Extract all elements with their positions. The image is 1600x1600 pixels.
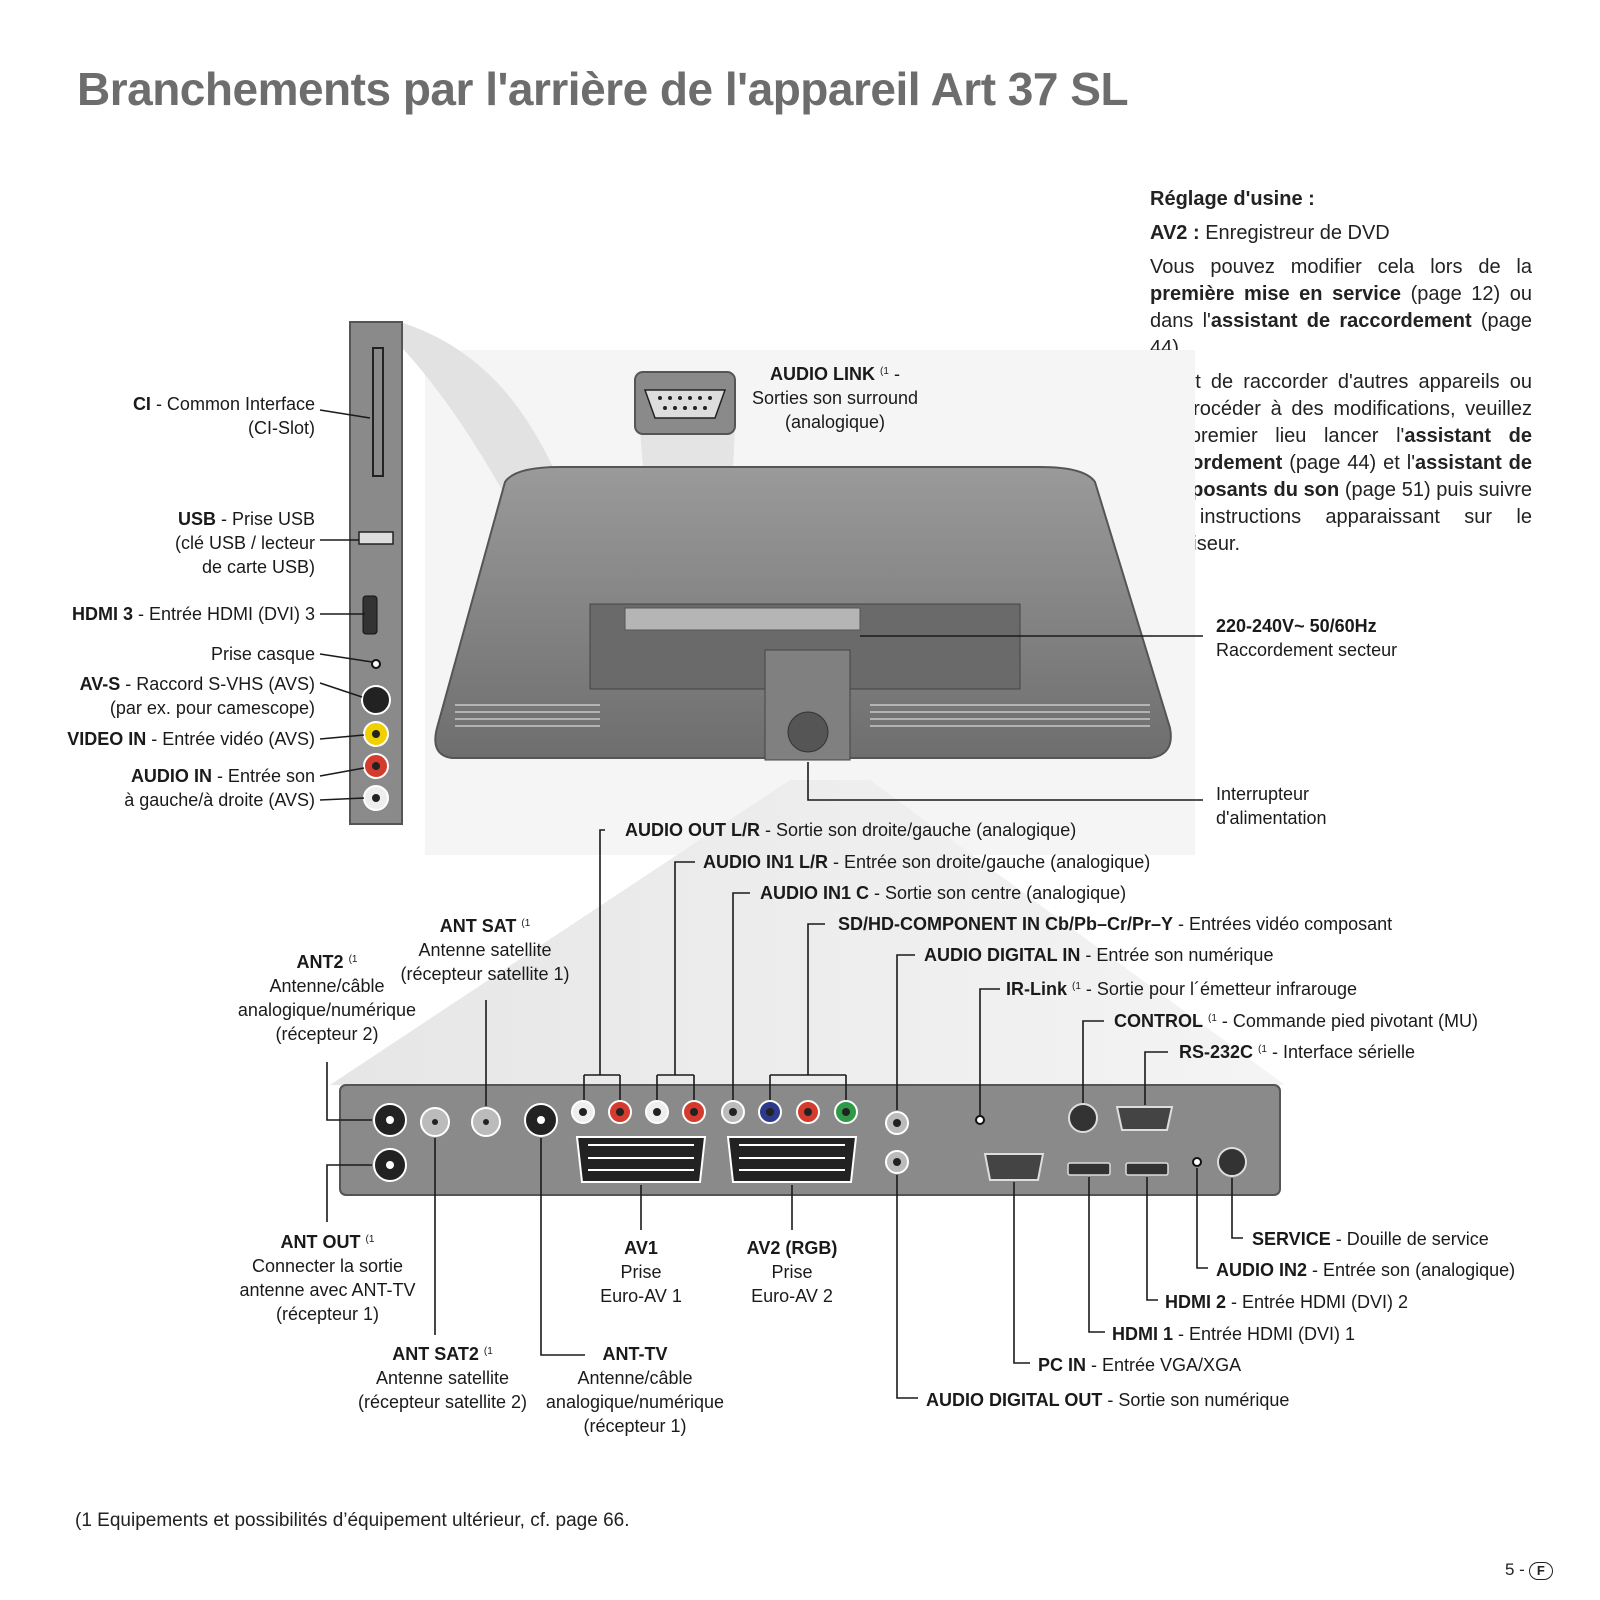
audio-in2-jack-icon <box>1192 1157 1202 1167</box>
info-heading: Réglage d'usine : <box>1150 188 1315 210</box>
leader-lines <box>319 409 1243 1399</box>
label-ir-link: IR-Link (1 - Sortie pour l´émetteur infr… <box>1006 979 1358 999</box>
label-av-s: AV-S - Raccord S-VHS (AVS)(par ex. pour … <box>79 674 315 718</box>
side-panel <box>349 321 403 825</box>
hdmi1-port-icon <box>1067 1162 1111 1176</box>
ir-link-jack-icon <box>975 1115 985 1125</box>
label-audio-in2: AUDIO IN2 - Entrée son (analogique) <box>1216 1260 1516 1280</box>
rear-panel <box>339 1084 1281 1196</box>
pc-in-vga-port-icon <box>983 1153 1045 1181</box>
control-port-icon <box>1068 1103 1098 1133</box>
label-audio-out-lr: AUDIO OUT L/R - Sortie son droite/gauche… <box>625 820 1077 840</box>
av2-scart-icon <box>726 1136 858 1183</box>
label-audio-link: AUDIO LINK (1 -Sorties son surround(anal… <box>751 364 919 432</box>
label-pc-in: PC IN - Entrée VGA/XGA <box>1038 1355 1242 1375</box>
label-component-in: SD/HD-COMPONENT IN Cb/Pb–Cr/Pr–Y - Entré… <box>838 914 1393 934</box>
label-audio-digital-out: AUDIO DIGITAL OUT - Sortie son numérique <box>926 1390 1290 1410</box>
av2-label: AV2 : <box>1150 222 1200 244</box>
usb-port-icon <box>358 531 394 545</box>
tv-back <box>434 466 1172 761</box>
language-badge: F <box>1528 1562 1553 1580</box>
label-control: CONTROL (1 - Commande pied pivotant (MU) <box>1114 1011 1479 1031</box>
label-headphone: Prise casque <box>210 644 315 664</box>
label-audio-digital-in: AUDIO DIGITAL IN - Entrée son numérique <box>924 945 1274 965</box>
info-paragraph-1: Vous pouvez modifier cela lors de la pre… <box>1150 256 1532 359</box>
footnote: (1 Equipements et possibilités d’équipem… <box>75 1510 630 1531</box>
label-video-in: VIDEO IN - Entrée vidéo (AVS) <box>67 729 315 749</box>
headphone-jack-icon <box>371 659 381 669</box>
label-hdmi3: HDMI 3 - Entrée HDMI (DVI) 3 <box>71 604 315 624</box>
factory-setting-info: Réglage d'usine : AV2 : Enregistreur de … <box>1150 186 1532 565</box>
label-hdmi1: HDMI 1 - Entrée HDMI (DVI) 1 <box>1112 1324 1356 1344</box>
av1-scart-icon <box>575 1136 707 1183</box>
label-ci: CI - Common Interface(CI-Slot) <box>132 394 315 438</box>
audio-link-connector <box>634 371 736 435</box>
service-port-icon <box>1217 1147 1247 1177</box>
hdmi3-port-icon <box>362 595 378 635</box>
hdmi2-port-icon <box>1125 1162 1169 1176</box>
av2-value: Enregistreur de DVD <box>1205 222 1390 244</box>
ci-slot-icon <box>372 347 384 477</box>
page-number: 5 -F <box>1505 1560 1553 1580</box>
rs232-port-icon <box>1115 1106 1174 1131</box>
info-paragraph-2: Avant de raccorder d'autres appareils ou… <box>1150 371 1533 555</box>
label-service: SERVICE - Douille de service <box>1252 1229 1489 1249</box>
label-audio-in1-c: AUDIO IN1 C - Sortie son centre (analogi… <box>760 883 1127 903</box>
svhs-port-icon <box>361 685 391 715</box>
label-audio-in1-lr: AUDIO IN1 L/R - Entrée son droite/gauche… <box>703 852 1151 872</box>
label-rs232c: RS-232C (1 - Interface sérielle <box>1179 1042 1416 1062</box>
page-title: Branchements par l'arrière de l'appareil… <box>77 63 1129 115</box>
label-hdmi2: HDMI 2 - Entrée HDMI (DVI) 2 <box>1165 1292 1409 1312</box>
